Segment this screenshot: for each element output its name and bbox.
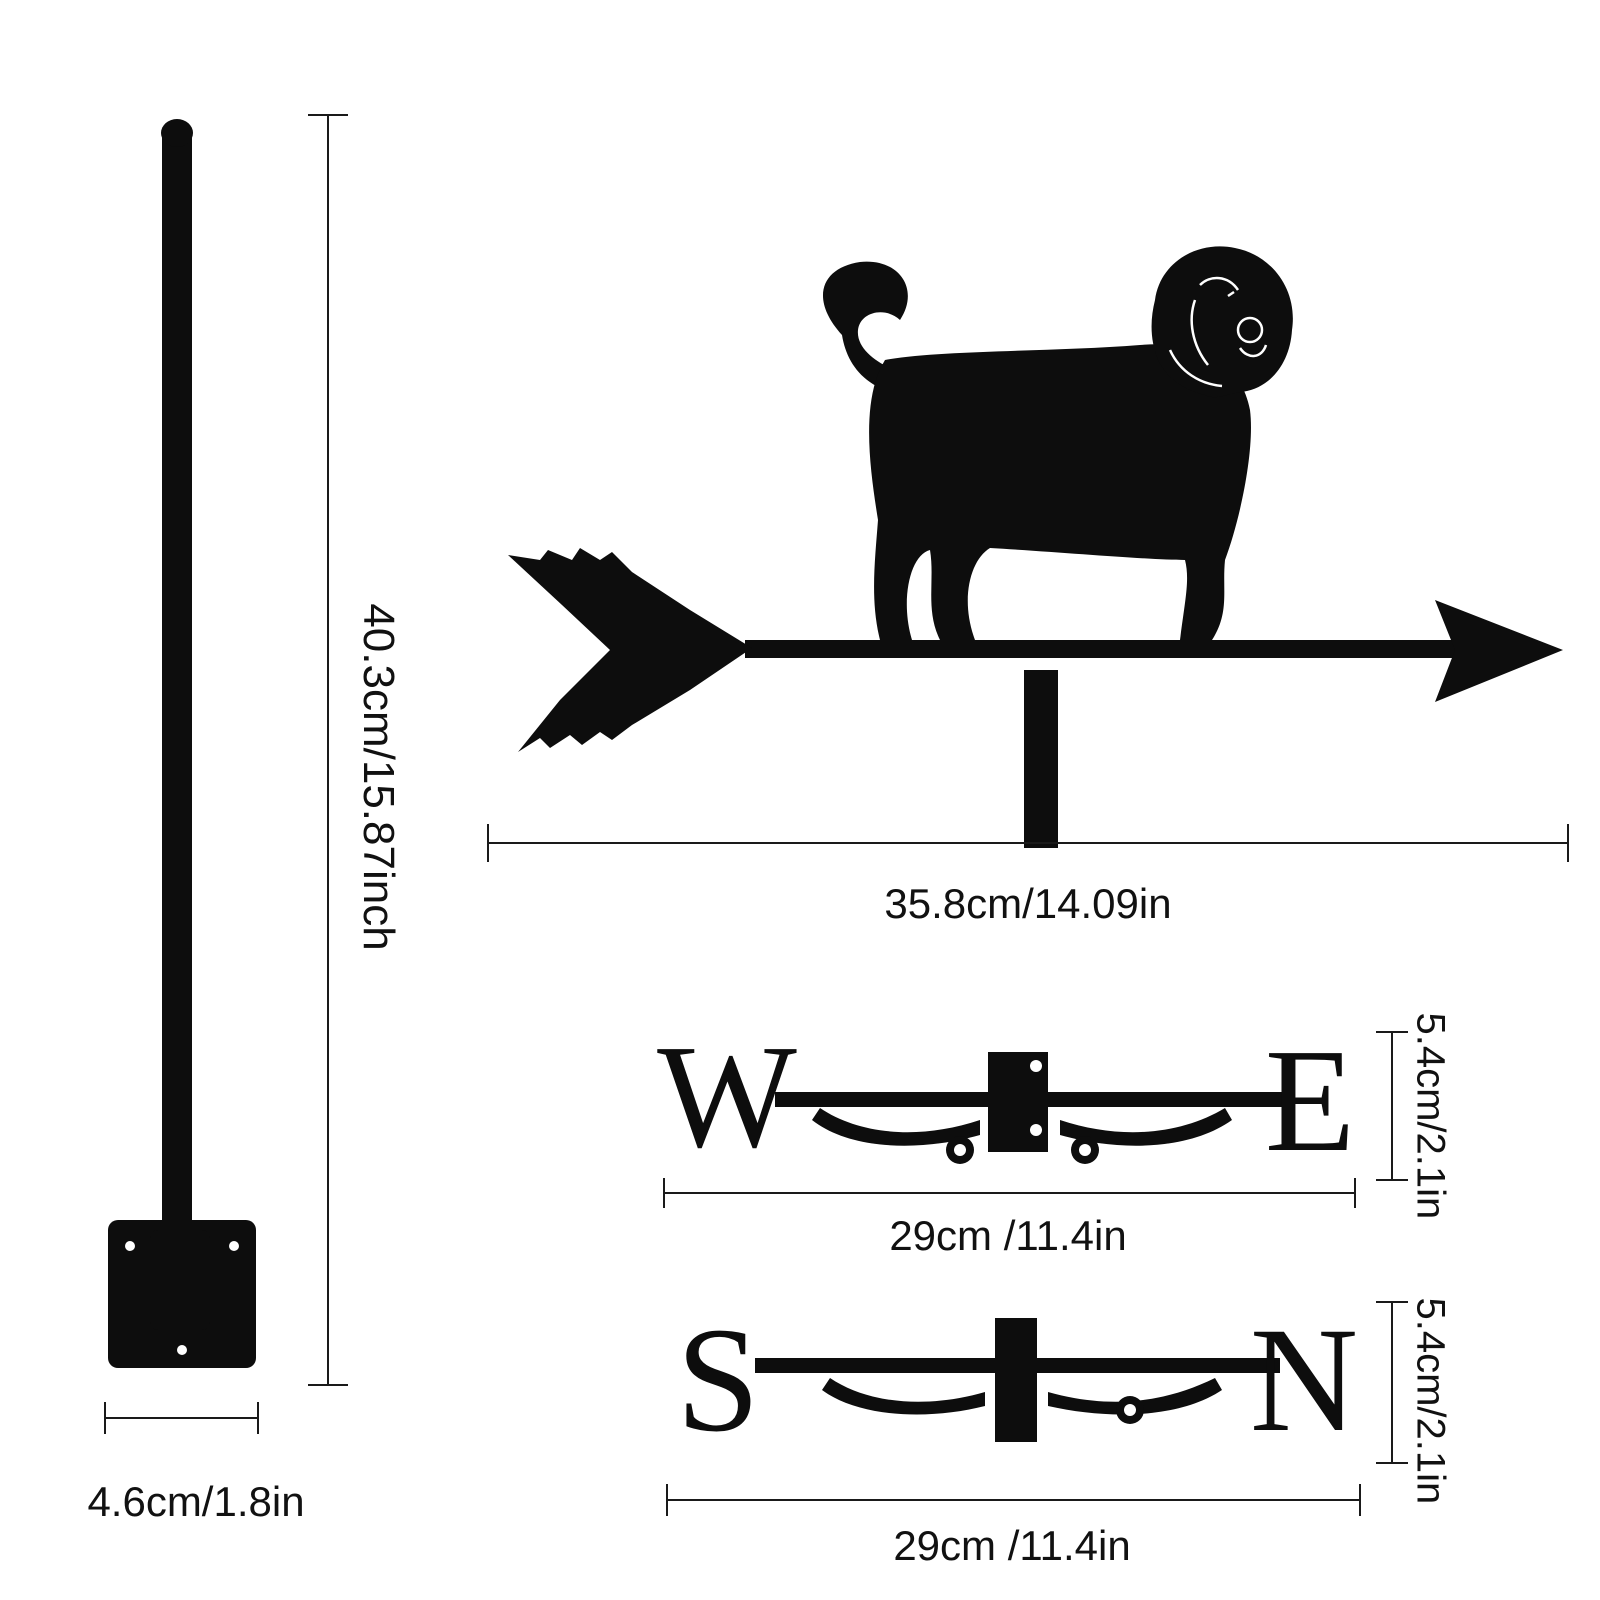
west-letter: W	[657, 1015, 797, 1179]
we-width-label: 29cm /11.4in	[889, 1212, 1127, 1259]
sn-height-label: 5.4cm/2.1in	[1408, 1297, 1453, 1505]
arrow-vane	[508, 548, 1563, 848]
pole-height-label: 40.3cm/15.87inch	[354, 603, 403, 951]
arrow-length-dimension-line	[487, 824, 1569, 862]
sn-width-label: 29cm /11.4in	[893, 1522, 1131, 1569]
south-letter: S	[676, 1297, 759, 1463]
base-width-label: 4.6cm/1.8in	[87, 1478, 305, 1525]
pole-height-dimension-line	[308, 114, 348, 1386]
we-hub-holes	[954, 1060, 1091, 1156]
arrow-length-label: 35.8cm/14.09in	[884, 880, 1172, 927]
east-letter: E	[1265, 1019, 1355, 1183]
mounting-plate-holes	[125, 1241, 239, 1355]
sn-direction-bar	[755, 1318, 1280, 1442]
dog-face-details	[1168, 276, 1268, 388]
we-height-dimension-line	[1376, 1031, 1408, 1181]
arrowhead	[1435, 600, 1563, 702]
north-letter: N	[1250, 1297, 1358, 1463]
sn-height-dimension-line	[1376, 1301, 1408, 1464]
arrow-fletching	[508, 548, 752, 752]
sn-hub	[995, 1318, 1037, 1442]
sn-hub-holes	[1124, 1404, 1136, 1416]
mounting-pole	[108, 119, 256, 1368]
spindle	[1024, 670, 1058, 848]
base-width-dimension-line	[104, 1402, 259, 1434]
dog-silhouette	[822, 246, 1293, 640]
arrow-shaft	[745, 640, 1465, 658]
we-height-label: 5.4cm/2.1in	[1408, 1012, 1453, 1220]
we-direction-bar	[775, 1052, 1283, 1164]
sn-width-dimension-line	[666, 1484, 1361, 1516]
we-width-dimension-line	[663, 1178, 1356, 1208]
